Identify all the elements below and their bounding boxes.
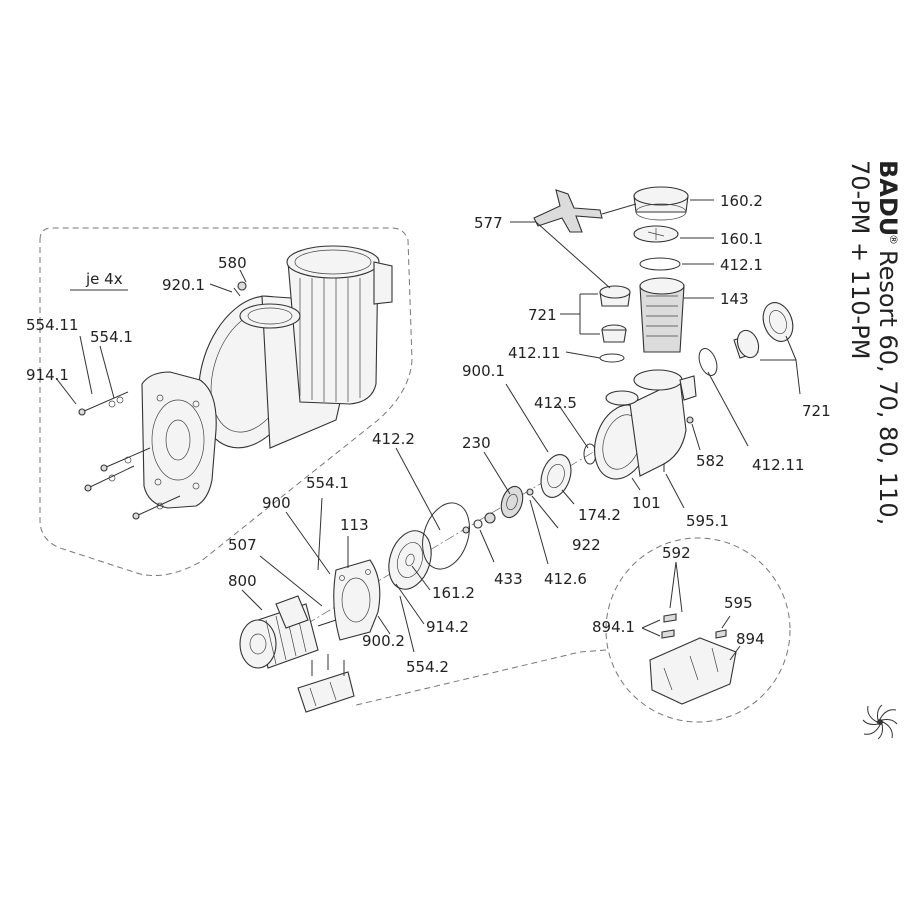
label-412-5: 412.5 bbox=[534, 394, 577, 412]
oring-412-11-right-drawing bbox=[698, 348, 718, 376]
label-174-2: 174.2 bbox=[578, 506, 621, 524]
oring-412-1-drawing bbox=[639, 257, 681, 271]
label-101: 101 bbox=[632, 494, 661, 512]
label-914-1: 914.1 bbox=[26, 366, 69, 384]
wear-ring-174-2-drawing bbox=[540, 454, 572, 498]
motor-800-drawing bbox=[239, 595, 337, 669]
label-922: 922 bbox=[572, 536, 601, 554]
label-507: 507 bbox=[228, 536, 257, 554]
label-900: 900 bbox=[262, 494, 291, 512]
pump-logo-icon bbox=[862, 704, 898, 740]
label-595: 595 bbox=[724, 594, 753, 612]
wrench-to-lid-line bbox=[601, 203, 637, 215]
label-554-11: 554.11 bbox=[26, 316, 79, 334]
brand-title: BADU ® Resort 60, 70, 80, 110, 70-PM + 1… bbox=[846, 160, 902, 525]
part-labels: 160.2 160.1 412.1 143 577 721 721 412.11… bbox=[26, 192, 831, 676]
label-412-6: 412.6 bbox=[544, 570, 587, 588]
oring-412-11-left-drawing bbox=[599, 353, 625, 363]
base-detail-frame bbox=[605, 537, 791, 723]
part-580-plug bbox=[237, 281, 247, 291]
base-feet-drawing bbox=[297, 654, 355, 713]
strainer-basket-143-drawing bbox=[639, 277, 685, 353]
label-595-1: 595.1 bbox=[686, 512, 729, 530]
flange-plate-drawing bbox=[141, 371, 217, 509]
label-230: 230 bbox=[462, 434, 491, 452]
oring-412-2-drawing bbox=[422, 502, 470, 570]
label-894-1: 894.1 bbox=[592, 618, 635, 636]
label-721-right: 721 bbox=[802, 402, 831, 420]
lid-160-1-drawing bbox=[633, 225, 679, 243]
label-900-2: 900.2 bbox=[362, 632, 405, 650]
impeller-230-drawing bbox=[500, 485, 524, 519]
label-914-2: 914.2 bbox=[426, 618, 469, 636]
label-900-1: 900.1 bbox=[462, 362, 505, 380]
label-412-2: 412.2 bbox=[372, 430, 415, 448]
union-721-left-drawing bbox=[599, 285, 631, 343]
label-554-1-inset: 554.1 bbox=[90, 328, 133, 346]
label-894: 894 bbox=[736, 630, 765, 648]
seal-433-drawing bbox=[462, 512, 496, 534]
detail-connector bbox=[351, 649, 607, 707]
label-161-2: 161.2 bbox=[432, 584, 475, 602]
label-920-1: 920.1 bbox=[162, 276, 205, 294]
brand-name: BADU bbox=[874, 160, 902, 236]
label-143: 143 bbox=[720, 290, 749, 308]
label-412-11-left: 412.11 bbox=[508, 344, 561, 362]
label-113: 113 bbox=[340, 516, 369, 534]
label-800: 800 bbox=[228, 572, 257, 590]
label-433: 433 bbox=[494, 570, 523, 588]
label-412-1: 412.1 bbox=[720, 256, 763, 274]
brand-model-line2: 70-PM + 110-PM bbox=[846, 160, 874, 359]
label-160-1: 160.1 bbox=[720, 230, 763, 248]
lid-ring-160-2-drawing bbox=[633, 186, 689, 221]
inset-bolts-914-1 bbox=[78, 391, 181, 520]
part-580-screw bbox=[233, 287, 241, 297]
volute-housing-drawing bbox=[198, 245, 393, 449]
leader-lines bbox=[55, 199, 801, 653]
pump-housing-101-drawing bbox=[594, 369, 697, 480]
label-554-1-main: 554.1 bbox=[306, 474, 349, 492]
brand-registered-mark: ® bbox=[887, 234, 900, 245]
union-721-right-drawing bbox=[733, 302, 794, 359]
label-412-11-right: 412.11 bbox=[752, 456, 805, 474]
inset-note: je 4x bbox=[85, 270, 123, 288]
brand-model-line1: Resort 60, 70, 80, 110, bbox=[874, 250, 902, 525]
label-580: 580 bbox=[218, 254, 247, 272]
nut-922-drawing bbox=[526, 488, 534, 496]
label-554-2: 554.2 bbox=[406, 658, 449, 676]
main-axis bbox=[259, 399, 681, 653]
label-577: 577 bbox=[474, 214, 503, 232]
label-592: 592 bbox=[662, 544, 691, 562]
label-160-2: 160.2 bbox=[720, 192, 763, 210]
base-detail-drawing bbox=[641, 561, 741, 705]
plug-582-drawing bbox=[686, 416, 694, 424]
wrench-577-drawing bbox=[533, 189, 603, 233]
bracket-113-drawing bbox=[333, 559, 381, 641]
label-582: 582 bbox=[696, 452, 725, 470]
label-721-left: 721 bbox=[528, 306, 557, 324]
diffuser-161-2-drawing bbox=[388, 530, 432, 590]
